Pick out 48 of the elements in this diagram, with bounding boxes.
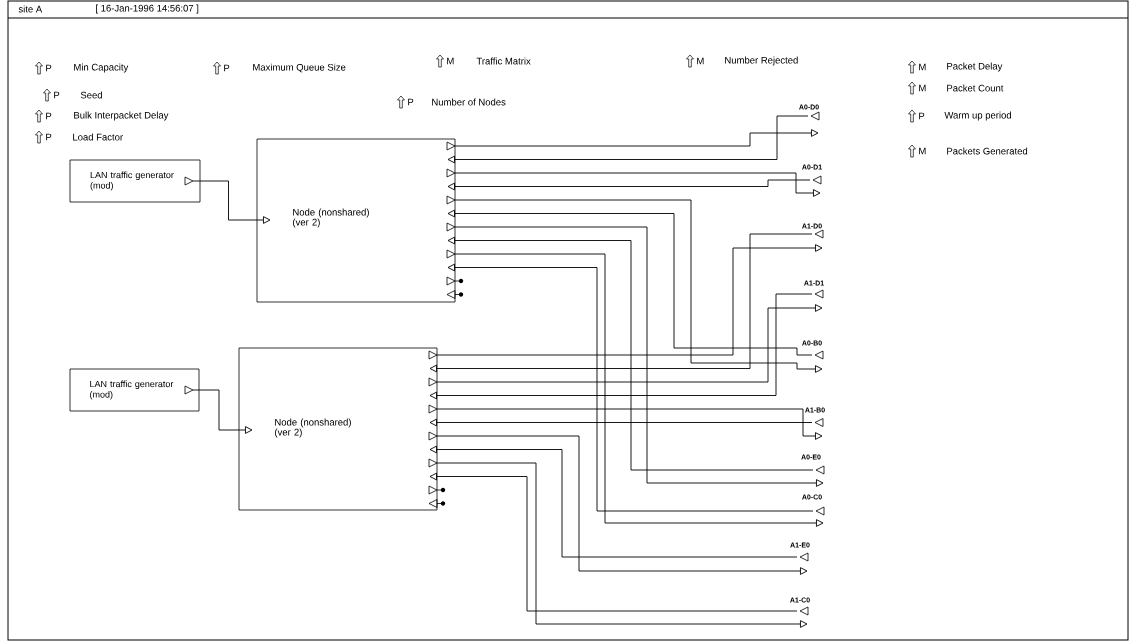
generator-box: LAN traffic generator (mod): [69, 159, 201, 203]
wire: [429, 293, 813, 400]
wire: [429, 445, 798, 558]
wire: [192, 180, 271, 224]
wire: [454, 129, 819, 147]
header-text: [ 16-Jan-1996 14:56:07 ]: [96, 4, 199, 14]
header-text: site A: [18, 5, 43, 13]
parameter-label: Number Rejected: [725, 56, 798, 66]
parameter-label: Packet Delay: [947, 62, 1003, 72]
wire: [454, 172, 821, 197]
parameter-label: Bulk Interpacket Delay: [74, 111, 169, 121]
parameter-label: Packet Count: [947, 84, 1004, 92]
type-letter: M: [919, 84, 926, 92]
wire: [447, 179, 811, 191]
parameter-label: Min Capacity: [74, 63, 129, 73]
wire: [447, 115, 809, 164]
wire: [436, 244, 823, 356]
node-block: Node (nonshared) (ver 2): [256, 138, 464, 303]
wire: [436, 408, 823, 440]
wire: [436, 304, 823, 383]
parameter-label: Packets Generated: [947, 147, 1028, 155]
wire: [429, 418, 813, 427]
type-letter: M: [919, 63, 926, 71]
wire: [436, 435, 808, 575]
wire: [447, 209, 813, 356]
wire: [429, 472, 798, 612]
wire: [192, 389, 253, 434]
parameter-label: Seed: [80, 91, 102, 99]
parameter-label: Maximum Queue Size: [253, 63, 346, 73]
parameter-label: Traffic Matrix: [476, 57, 531, 65]
type-letter: P: [46, 112, 52, 120]
type-letter: P: [46, 64, 52, 72]
parameter-label: Warm up period: [944, 111, 1011, 121]
wire: [436, 462, 808, 628]
type-letter: P: [54, 91, 60, 99]
type-letter: P: [224, 64, 230, 72]
type-letter: P: [408, 98, 414, 106]
wire: [429, 233, 813, 373]
wire: [454, 199, 823, 373]
parameter-label: Number of Nodes: [432, 98, 506, 106]
generator-box: LAN traffic generator (mod): [69, 368, 200, 412]
type-letter: M: [919, 147, 926, 155]
node-block: Node (nonshared) (ver 2): [238, 347, 446, 511]
parameter-label: Load Factor: [73, 133, 123, 141]
type-letter: P: [46, 133, 52, 141]
type-letter: M: [697, 57, 704, 65]
type-letter: M: [447, 57, 454, 65]
type-letter: P: [919, 112, 925, 120]
